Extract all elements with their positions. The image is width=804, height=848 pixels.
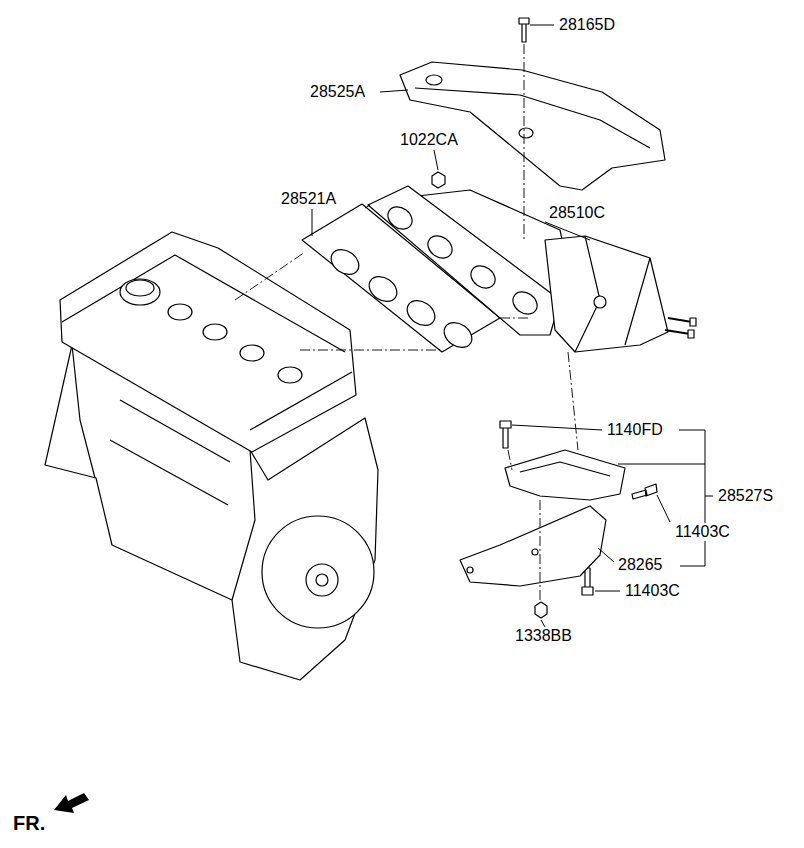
bracket-hole (532, 549, 538, 555)
flywheel-plate (262, 516, 374, 628)
converter-boss (594, 296, 606, 308)
leader-line (705, 496, 713, 497)
center-line (500, 318, 530, 319)
center-line (540, 500, 541, 600)
leader-line (512, 425, 602, 430)
leader-line (545, 222, 590, 240)
manifold-flange (368, 186, 560, 335)
center-line (365, 205, 370, 208)
leader-line (598, 548, 614, 562)
part-number: 28521A (280, 190, 337, 208)
part-number: 1022CA (399, 131, 459, 149)
center-line (524, 44, 525, 240)
leader-line (312, 209, 313, 236)
part-number: 28527S (717, 487, 774, 505)
direction-label: FR. (12, 812, 46, 834)
part-number: 28165D (558, 16, 616, 34)
part-number: 1140FD (606, 421, 664, 439)
nut (535, 602, 547, 618)
part-number: 1338BB (514, 627, 573, 645)
support-bracket (460, 506, 606, 586)
center-line (568, 352, 578, 450)
bracket-hole (467, 567, 473, 573)
bracket-cover (505, 450, 625, 500)
center-line (508, 450, 512, 470)
shield-hole (519, 128, 533, 138)
bolt (519, 18, 529, 42)
leader-line (380, 90, 408, 92)
heat-shield (400, 62, 665, 190)
part-number: 28265 (617, 556, 664, 574)
oil-cap-top (126, 280, 154, 296)
bracket-cover-edge (520, 462, 610, 476)
bolt (500, 421, 511, 448)
leader-line (657, 495, 670, 522)
stud-end (690, 318, 696, 326)
center-line (300, 350, 440, 351)
leader-line (541, 620, 545, 627)
leader-line (434, 150, 438, 170)
leader-line (618, 464, 705, 465)
shield-hole (426, 75, 442, 85)
converter-seam (575, 236, 650, 352)
stud-end (688, 330, 694, 338)
leader-line (595, 591, 620, 592)
center-line (235, 252, 305, 300)
plug-hole (203, 324, 227, 340)
plug-hole (240, 345, 264, 361)
plug-hole (278, 367, 302, 383)
cam-cover-edge (62, 255, 352, 430)
oil-cap (120, 279, 160, 305)
cylinder-head (60, 232, 356, 452)
bolt (632, 484, 657, 499)
plug-hole (168, 304, 192, 320)
crank-hub-center (316, 574, 328, 586)
front-arrow (54, 793, 89, 813)
crank-hub (306, 564, 338, 596)
catalytic-converter (545, 236, 668, 352)
leader-line (679, 430, 705, 566)
part-number: 28525A (309, 83, 366, 101)
part-number: 11403C (674, 523, 731, 541)
part-number: 11403C (624, 582, 681, 600)
nut (432, 172, 445, 188)
leader-line (530, 25, 554, 26)
part-number: 28510C (548, 204, 606, 222)
